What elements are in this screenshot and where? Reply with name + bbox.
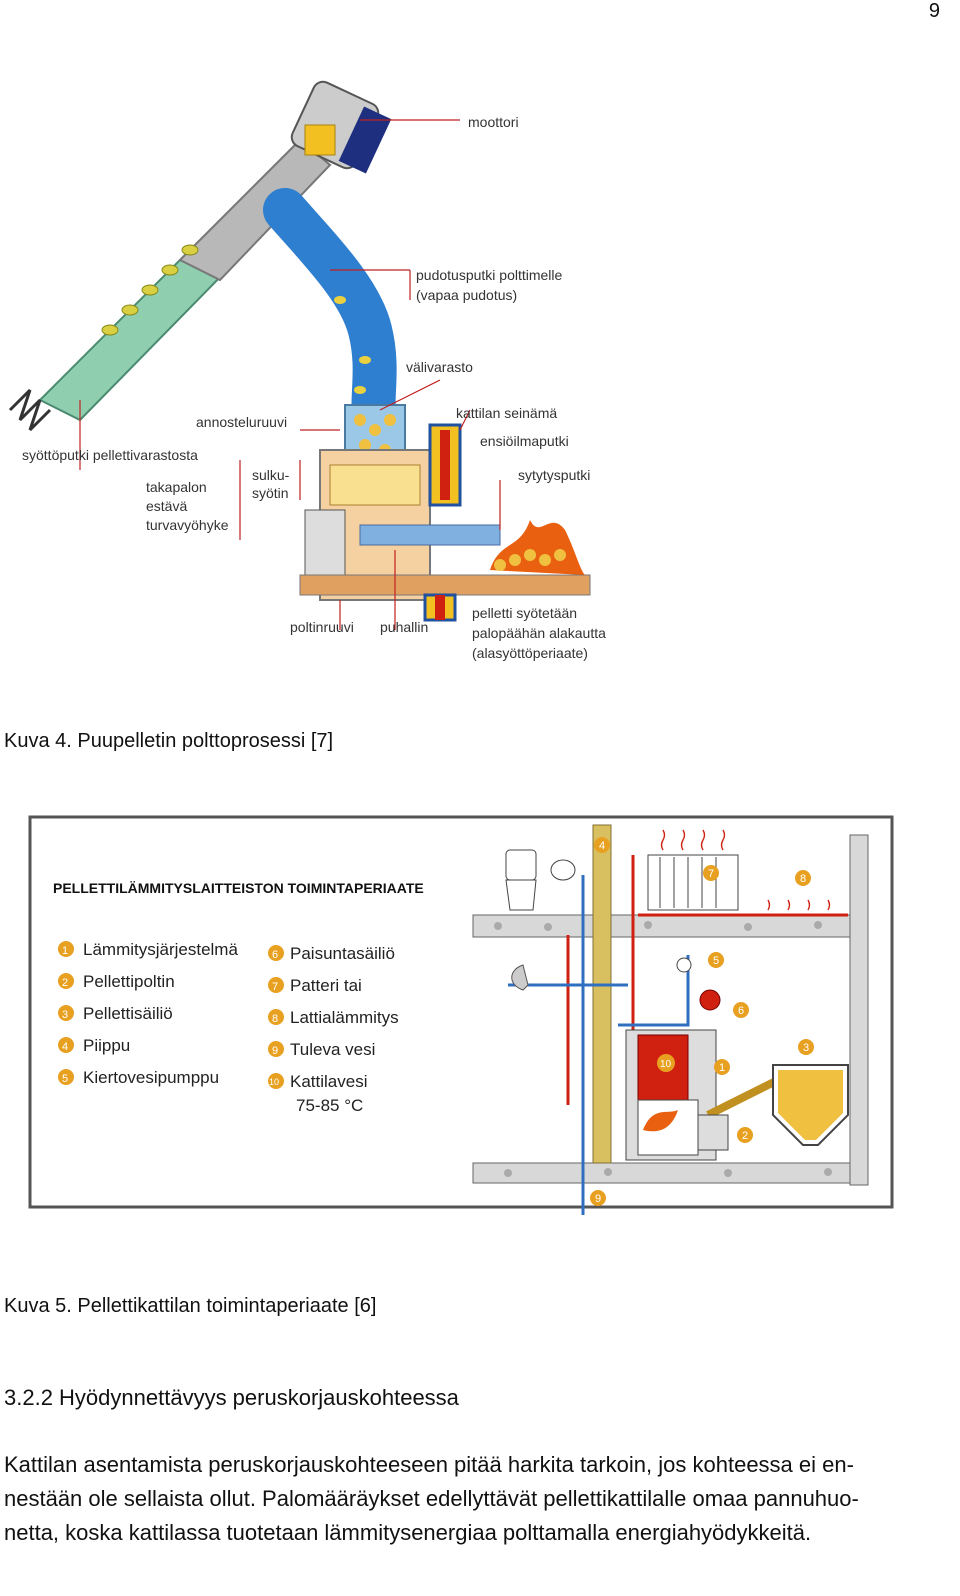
svg-text:Paisuntasäiliö: Paisuntasäiliö <box>290 944 395 963</box>
legend-item: 8 Lattialämmitys <box>268 1008 399 1027</box>
label-sulku1: sulku- <box>252 467 290 483</box>
heating-system-diagram: PELLETTILÄMMITYSLAITTEISTON TOIMINTAPERI… <box>28 815 894 1215</box>
label-sulku2: syötin <box>252 485 289 501</box>
svg-text:10: 10 <box>269 1077 279 1087</box>
figure2-caption: Kuva 5. Pellettikattilan toimintaperiaat… <box>4 1295 377 1317</box>
burner-body <box>299 423 591 622</box>
diagram-numbers: 4 7 8 5 6 3 1 10 2 9 <box>590 837 814 1206</box>
svg-text:Kattilavesi: Kattilavesi <box>290 1072 367 1091</box>
shower <box>511 964 529 991</box>
label-syottoputki: syöttöputki pellettivarastosta <box>22 447 198 463</box>
legend-item: 1 Lämmitysjärjestelmä <box>58 940 238 959</box>
legend-item: 6 Paisuntasäiliö <box>268 944 395 963</box>
label-takapalon1: takapalon <box>146 479 207 495</box>
svg-text:5: 5 <box>713 955 719 967</box>
label-poltinruuvi: poltinruuvi <box>290 619 354 635</box>
legend-item: 2 Pellettipoltin <box>58 972 175 991</box>
motor <box>290 80 392 174</box>
legend-item: 7 Patteri tai <box>268 976 362 995</box>
pellet-tank <box>697 1064 849 1151</box>
toilet <box>505 849 576 911</box>
label-ensioilmaputki: ensiöilmaputki <box>480 433 569 449</box>
diagram-title: PELLETTILÄMMITYSLAITTEISTON TOIMINTAPERI… <box>53 880 424 896</box>
svg-text:4: 4 <box>599 840 605 852</box>
figure1-caption: Kuva 4. Puupelletin polttoprosessi [7] <box>4 730 334 752</box>
svg-text:Pellettipoltin: Pellettipoltin <box>83 972 175 991</box>
house-structure <box>472 834 869 1186</box>
paragraph-line: Kattilan asentamista peruskorjauskohtees… <box>4 1452 854 1477</box>
legend-item: 4 Piippu <box>58 1036 130 1055</box>
svg-text:6: 6 <box>738 1005 744 1017</box>
section-heading: 3.2.2 Hyödynnettävyys peruskorjauskohtee… <box>4 1385 459 1410</box>
svg-text:9: 9 <box>595 1193 601 1205</box>
svg-text:2: 2 <box>742 1130 748 1142</box>
label-moottori: moottori <box>468 114 519 130</box>
legend: 1 Lämmitysjärjestelmä 2 Pellettipoltin 3 Pe… <box>58 940 399 1115</box>
svg-text:2: 2 <box>62 977 68 989</box>
svg-text:7: 7 <box>272 981 278 993</box>
svg-text:Pellettisäiliö: Pellettisäiliö <box>83 1004 173 1023</box>
svg-text:Tuleva vesi: Tuleva vesi <box>290 1040 375 1059</box>
svg-text:Lattialämmitys: Lattialämmitys <box>290 1008 399 1027</box>
svg-text:Piippu: Piippu <box>83 1036 130 1055</box>
page-number: 9 <box>928 0 940 22</box>
label-takapalon2: estävä <box>146 498 187 514</box>
svg-text:Patteri tai: Patteri tai <box>290 976 362 995</box>
svg-text:9: 9 <box>272 1045 278 1057</box>
svg-text:8: 8 <box>272 1013 278 1025</box>
svg-text:8: 8 <box>800 873 806 885</box>
svg-text:1: 1 <box>62 945 68 957</box>
svg-text:10: 10 <box>660 1059 672 1070</box>
burner-illustration: moottori pudotusputki polttimelle (vapaa… <box>8 80 606 661</box>
svg-text:7: 7 <box>708 868 714 880</box>
svg-text:3: 3 <box>62 1009 68 1021</box>
label-vapaa-pudotus: (vapaa pudotus) <box>416 287 517 303</box>
label-pelletti3: (alasyöttöperiaate) <box>472 645 588 661</box>
svg-text:5: 5 <box>62 1073 68 1085</box>
svg-text:1: 1 <box>719 1062 725 1074</box>
label-takapalon3: turvavyöhyke <box>146 517 229 533</box>
drop-hose <box>263 188 397 442</box>
label-sytytysputki: sytytysputki <box>518 467 590 483</box>
label-annosteluruuvi: annosteluruuvi <box>196 414 287 430</box>
label-kattilan-seinama: kattilan seinämä <box>456 405 557 421</box>
label-valivarasto: välivarasto <box>406 359 473 375</box>
body-paragraph: Kattilan asentamista peruskorjauskohtees… <box>4 1448 956 1550</box>
chimney <box>592 824 612 1164</box>
svg-text:4: 4 <box>62 1041 68 1053</box>
paragraph-line: netta, koska kattilassa tuotetaan lämmit… <box>4 1520 812 1545</box>
svg-text:Lämmitysjärjestelmä: Lämmitysjärjestelmä <box>83 940 238 959</box>
svg-text:3: 3 <box>803 1042 809 1054</box>
legend-item: 5 Kiertovesipumppu <box>58 1068 219 1087</box>
legend-item: 10 Kattilavesi <box>268 1072 367 1091</box>
feed-pipe <box>8 138 332 432</box>
svg-text:6: 6 <box>272 949 278 961</box>
legend-temperature: 75-85 °C <box>296 1096 363 1115</box>
legend-item: 3 Pellettisäiliö <box>58 1004 173 1023</box>
label-puhallin: puhallin <box>380 619 428 635</box>
svg-text:Kiertovesipumppu: Kiertovesipumppu <box>83 1068 219 1087</box>
radiator <box>647 829 831 911</box>
label-pudotusputki: pudotusputki polttimelle <box>416 267 563 283</box>
label-pelletti1: pelletti syötetään <box>472 605 577 621</box>
paragraph-line: nestään ole sellaista ollut. Palomääräyk… <box>4 1486 859 1511</box>
label-pelletti2: palopäähän alakautta <box>472 625 606 641</box>
legend-item: 9 Tuleva vesi <box>268 1040 375 1059</box>
